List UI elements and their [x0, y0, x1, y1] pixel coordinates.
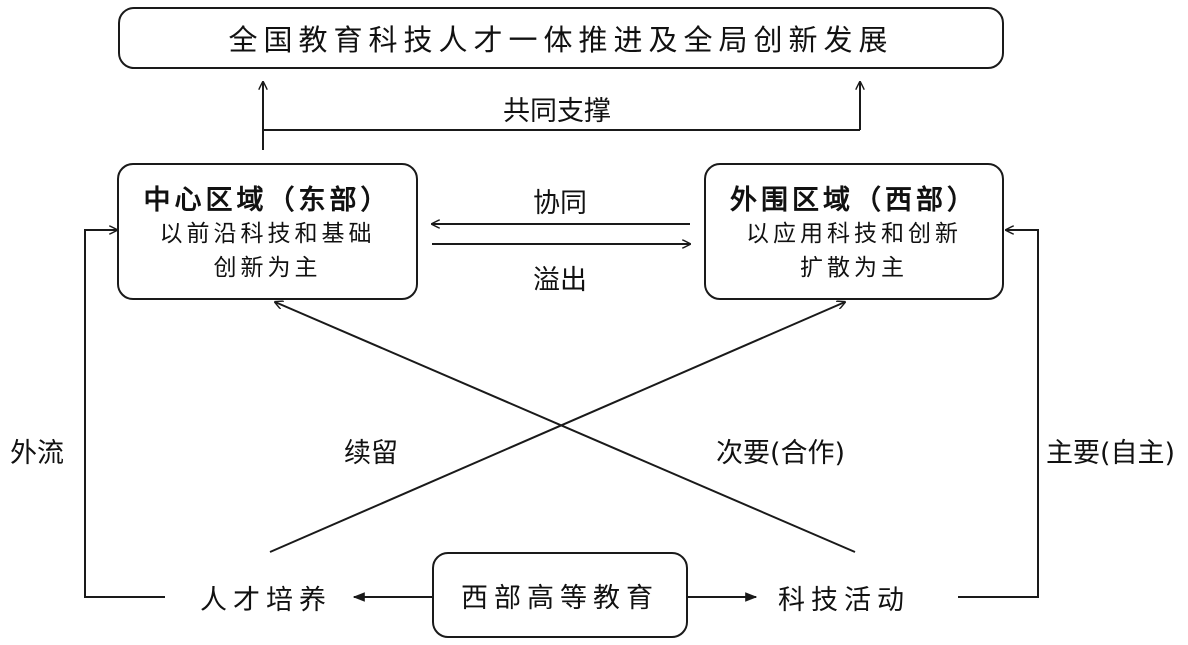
outflow-label: 外流 — [10, 438, 64, 469]
secondary-label: 次要(合作) — [716, 438, 846, 469]
support-label: 共同支撑 — [503, 96, 611, 127]
source-box: 西部高等教育 — [432, 552, 688, 638]
top-goal-box: 全国教育科技人才一体推进及全局创新发展 — [118, 7, 1004, 69]
spillover-label: 溢出 — [533, 265, 587, 296]
retain-label: 续留 — [344, 438, 398, 469]
source-text: 西部高等教育 — [461, 582, 659, 614]
center-region-title: 中心区域（东部） — [143, 185, 392, 216]
secondary-line — [275, 302, 856, 553]
periphery-region-line2: 扩散为主 — [800, 255, 908, 281]
center-region-line1: 以前沿科技和基础 — [159, 221, 376, 247]
periphery-region-box: 外围区域（西部） 以应用科技和创新 扩散为主 — [704, 163, 1004, 300]
primary-label: 主要(自主) — [1046, 438, 1176, 469]
primary-line — [958, 230, 1039, 598]
periphery-region-line1: 以应用科技和创新 — [746, 221, 962, 247]
talent-node: 人才培养 — [200, 585, 332, 616]
retain-line — [269, 302, 845, 553]
center-region-box: 中心区域（东部） 以前沿科技和基础 创新为主 — [117, 163, 418, 300]
outflow-line — [84, 230, 165, 598]
periphery-region-title: 外围区域（西部） — [730, 185, 978, 216]
tech-node: 科技活动 — [778, 585, 910, 616]
center-region-line2: 创新为主 — [213, 255, 322, 281]
collab-label: 协同 — [533, 188, 587, 219]
top-goal-text: 全国教育科技人才一体推进及全局创新发展 — [228, 23, 894, 57]
